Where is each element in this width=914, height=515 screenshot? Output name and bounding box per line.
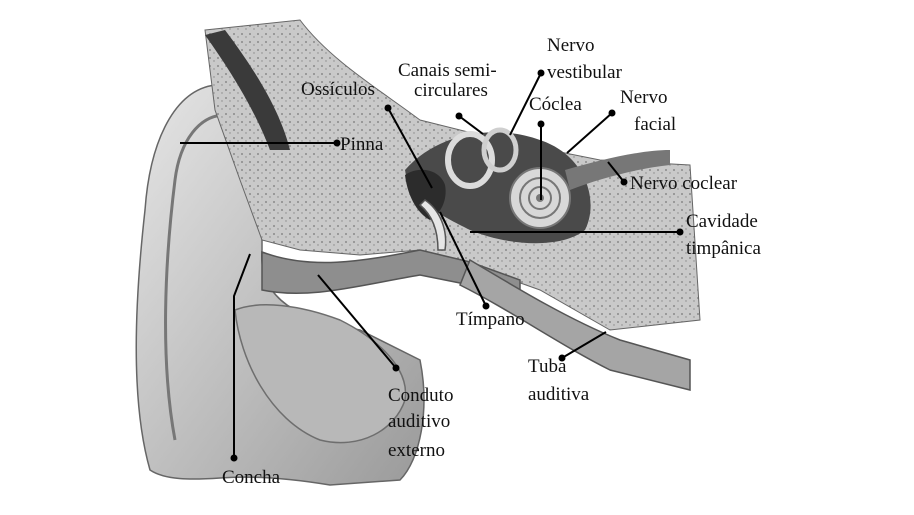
label-conduto-line2: auditivo (388, 411, 450, 432)
label-nervo-facial-line1: Nervo (620, 87, 667, 108)
semicircular-canal-2 (481, 127, 519, 173)
semicircular-canal-1 (445, 131, 495, 189)
label-canais-line2: circulares (414, 80, 488, 101)
label-concha: Concha (222, 467, 281, 488)
nerve-bundle (565, 150, 670, 190)
label-tuba-line2: auditiva (528, 384, 590, 405)
concha-leader (233, 253, 251, 458)
timpano-leader (439, 211, 487, 307)
label-nervo-vestibular-line2: vestibular (547, 62, 623, 83)
ossicles-shape (405, 169, 446, 220)
label-nervo-coclear: Nervo coclear (630, 173, 738, 194)
label-nervo-facial-line2: facial (634, 114, 676, 135)
concha-shape (234, 304, 407, 444)
label-ossiculos: Ossículos (301, 79, 375, 100)
label-cavidade-line2: timpânica (686, 238, 761, 259)
label-pinna: Pinna (340, 134, 384, 155)
label-canais-line1: Canais semi- (398, 60, 497, 81)
conduto-leader (317, 274, 397, 369)
eardrum-shape (418, 199, 447, 251)
nervo-facial-leader (566, 112, 613, 154)
tuba-leader (561, 331, 607, 359)
label-cavidade-line1: Cavidade (686, 211, 758, 232)
label-coclea: Cóclea (529, 94, 582, 115)
label-conduto-line1: Conduto (388, 385, 453, 406)
label-conduto-line3: externo (388, 440, 445, 461)
label-timpano: Tímpano (456, 309, 525, 330)
ear-illustration (135, 19, 701, 486)
upper-tissue (205, 30, 290, 150)
eustachian-tube-shape (459, 258, 691, 391)
nervo-coclear-leader (607, 161, 625, 183)
pinna-fold (164, 113, 226, 441)
nervo-vestibular-leader (509, 72, 542, 136)
ossiculos-leader (387, 107, 433, 189)
canais-leader (458, 115, 484, 135)
leader-lines (180, 69, 684, 462)
label-tuba-line1: Tuba (528, 356, 567, 377)
labels: Pinna Ossículos Canais semi- circulares … (222, 35, 761, 488)
label-nervo-vestibular-line1: Nervo (547, 35, 594, 56)
